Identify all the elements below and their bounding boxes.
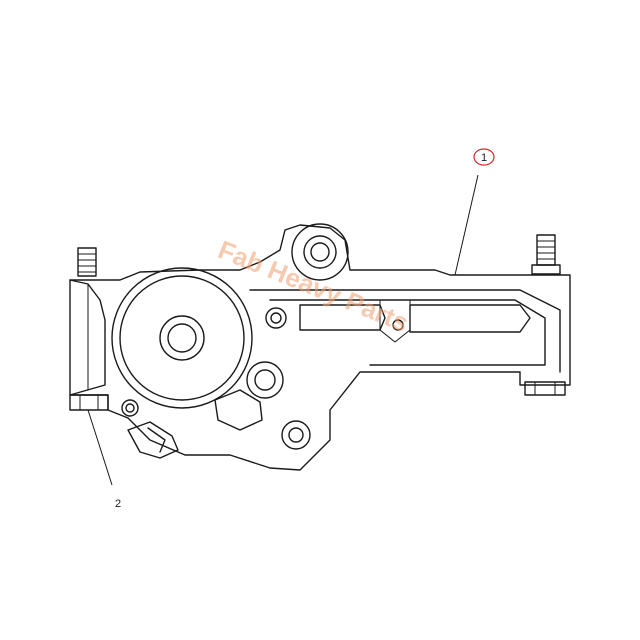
pump-housing — [69, 224, 571, 471]
callout-1-label: 1 — [481, 152, 487, 164]
callout-1: 1 — [473, 148, 495, 166]
watermark-text: Fab Heavy Parts — [214, 234, 413, 338]
bolt-left — [69, 394, 109, 411]
callout-1-circle — [473, 148, 495, 166]
bolt-bosses — [121, 307, 311, 450]
leader-line-1 — [454, 174, 479, 276]
relief-fitting — [127, 421, 179, 459]
bolt-right — [524, 381, 566, 396]
left-stud — [77, 247, 97, 277]
callout-2: 2 — [115, 498, 121, 510]
right-stud — [531, 234, 561, 275]
leader-line-2 — [87, 409, 113, 486]
top-boss — [291, 223, 349, 281]
callout-2-label: 2 — [115, 498, 121, 510]
drive-gear — [111, 267, 253, 409]
